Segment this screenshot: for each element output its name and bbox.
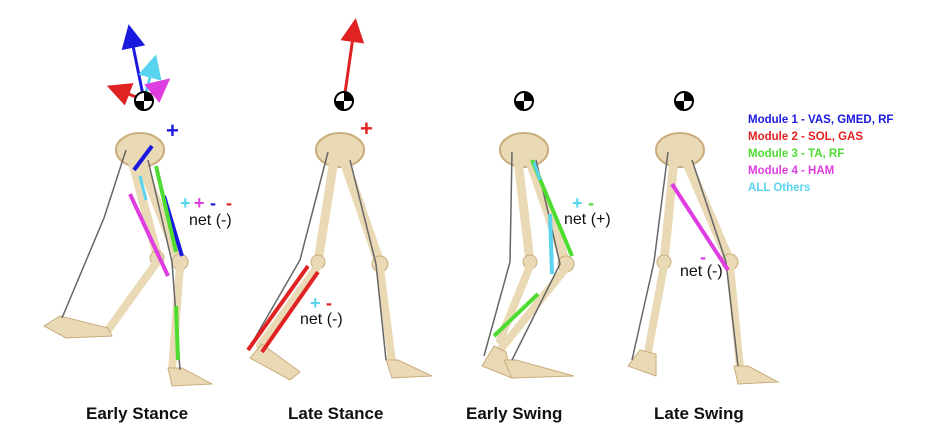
net-early-stance: net (-) — [189, 212, 232, 229]
sign-late-swing-module4: - — [700, 247, 706, 267]
center-of-mass-icon — [134, 91, 154, 111]
center-of-mass-icon — [334, 91, 354, 111]
phase-label-early-swing: Early Swing — [466, 404, 563, 423]
legend-module-3: Module 3 - TA, RF — [748, 148, 845, 160]
phase-label-early-stance: Early Stance — [86, 404, 189, 423]
force-arrow-icon — [106, 24, 171, 106]
net-late-swing: net (-) — [680, 263, 723, 280]
sign-early-stance-module4: + — [194, 193, 205, 213]
legend-module-2: Module 2 - SOL, GAS — [748, 131, 864, 143]
sign-early-stance-module2: - — [226, 193, 232, 213]
center-of-mass-icon — [674, 91, 694, 111]
sign-early-stance-module1: - — [210, 193, 216, 213]
sign-late-stance-others: + — [310, 293, 321, 313]
phase-label-late-swing: Late Swing — [654, 404, 744, 423]
sign-early-swing-others: + — [572, 193, 583, 213]
center-of-mass-icon — [514, 91, 534, 111]
force-arrow-icon — [340, 18, 365, 101]
skeleton-late-stance — [246, 18, 433, 381]
sign-early-stance-others: + — [180, 193, 191, 213]
skeleton-late-swing — [627, 91, 780, 385]
net-early-swing: net (+) — [564, 211, 611, 228]
com-sign-late-stance: + — [360, 116, 373, 141]
phase-label-late-stance: Late Stance — [288, 404, 384, 423]
sign-early-swing-module3: - — [588, 193, 594, 213]
legend-module-1: Module 1 - VAS, GMED, RF — [748, 114, 894, 126]
net-late-stance: net (-) — [300, 311, 343, 328]
sign-late-stance-module2: - — [326, 293, 332, 313]
legend-module-4: Module 4 - HAM — [748, 165, 835, 177]
legend-all-others: ALL Others — [748, 182, 811, 194]
com-sign-early-stance: + — [166, 118, 179, 143]
skeleton-early-stance — [43, 24, 214, 387]
skeleton-early-swing — [481, 91, 575, 379]
module-legend: Module 1 - VAS, GMED, RF Module 2 - SOL,… — [748, 112, 893, 197]
